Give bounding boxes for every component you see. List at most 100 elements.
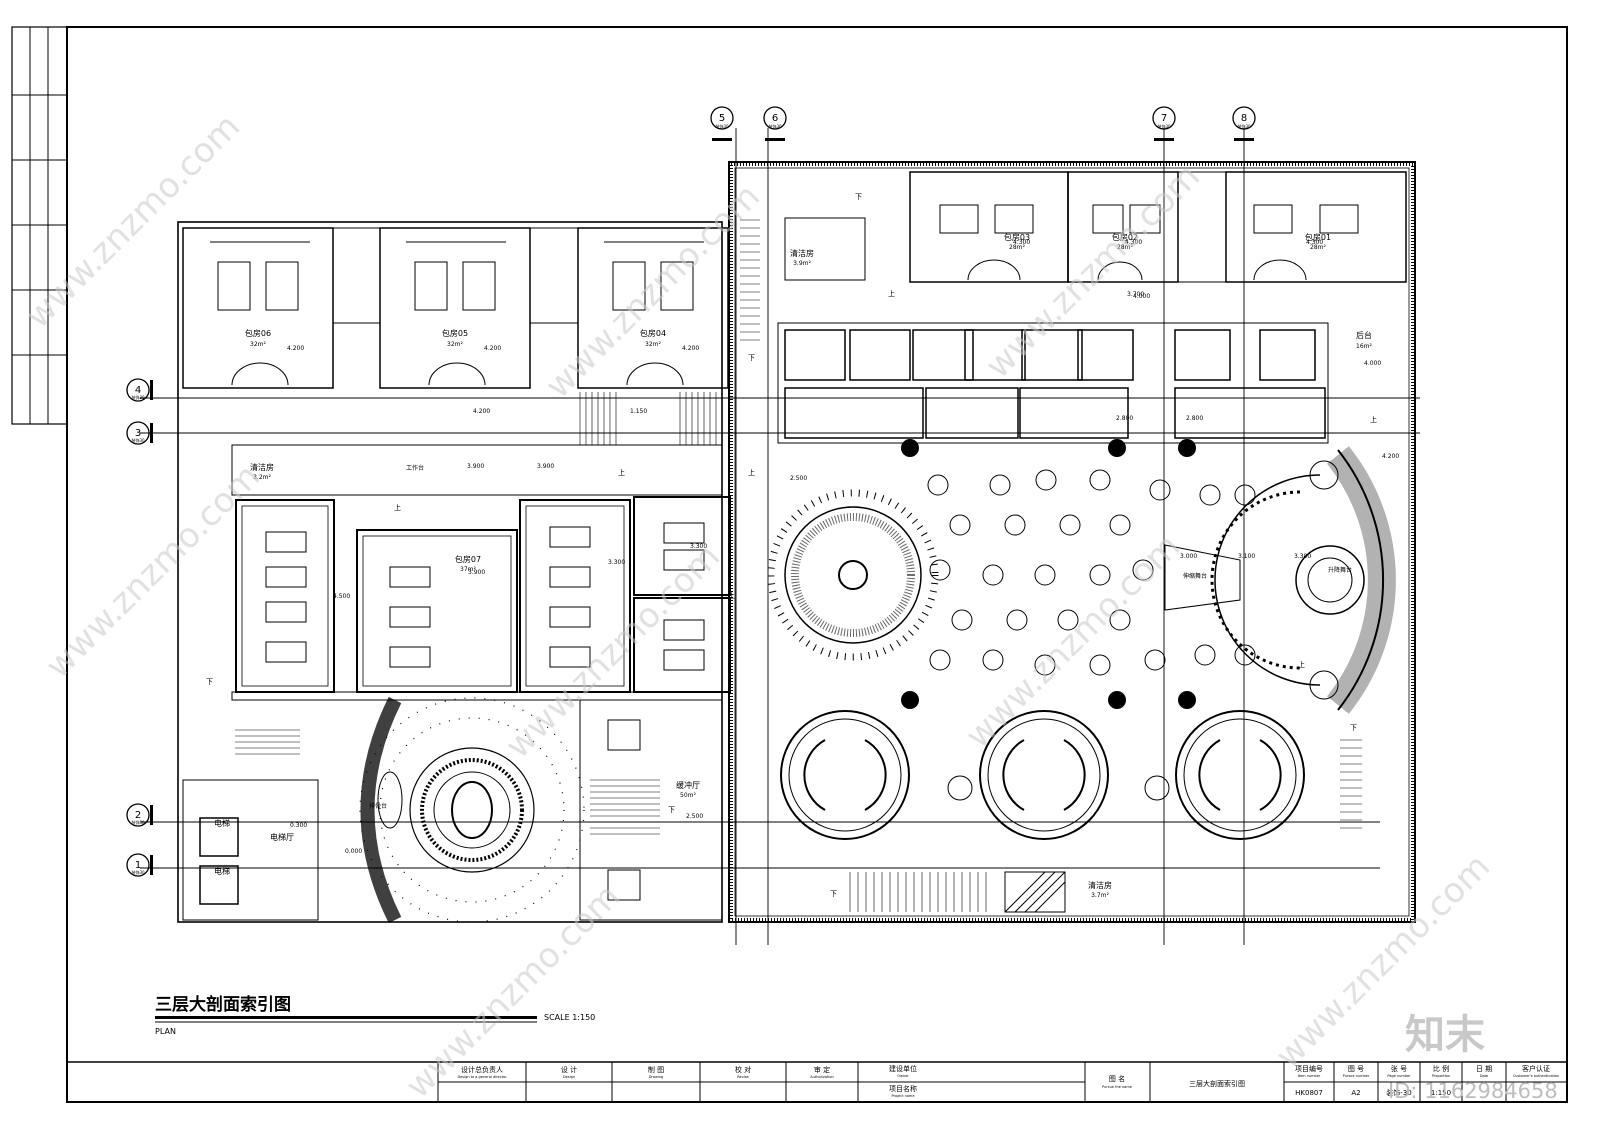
tb-cell-drawing-en: Drawing — [649, 1075, 664, 1079]
tb-cell-authorization: 审 定 — [814, 1065, 830, 1074]
drawing-scale: SCALE 1:150 — [544, 1013, 595, 1022]
tb-item-number-en: Item number — [1298, 1074, 1321, 1078]
tb-cell-director: 设计总负责人 — [461, 1065, 503, 1074]
level-a: 4.200 — [473, 408, 490, 415]
tb-drawing-name-value: 三层大剖面索引图 — [1189, 1079, 1245, 1088]
marker-down-4: 下 — [830, 890, 837, 898]
room-area-04: 32m² — [645, 341, 661, 348]
binding-strip — [11, 26, 68, 425]
axis-bubble-8 — [1232, 106, 1256, 130]
level-d: 3.900 — [537, 463, 554, 470]
level-g: 3.300 — [690, 543, 707, 550]
watermarks: www.znzmo.com www.znzmo.com www.znzmo.co… — [18, 106, 1558, 1106]
level-04: 4.200 — [682, 345, 699, 352]
level-o: 3.100 — [1238, 553, 1255, 560]
watermark-text-2: www.znzmo.com — [538, 176, 768, 406]
axis-label-6: 6 — [772, 113, 778, 124]
room-area-01: 28m² — [1310, 244, 1326, 251]
level-01: 4.300 — [1306, 239, 1323, 246]
tb-project-label: 项目名称 — [889, 1084, 917, 1093]
tb-owner-label: 建设单位 — [889, 1064, 917, 1073]
tb-cell-drawing: 制 图 — [648, 1065, 664, 1074]
level-f: 4.500 — [333, 593, 350, 600]
tb-client-en: Customer's authentication — [1513, 1074, 1559, 1078]
tb-cell-authorization-en: Authorization — [810, 1075, 833, 1079]
tb-cell-director-en: Design to a general director — [457, 1075, 507, 1079]
level-05: 4.200 — [484, 345, 501, 352]
axis-label-3: 3 — [135, 428, 141, 439]
marker-down-5: 下 — [1350, 724, 1357, 732]
level-h: 3.700 — [1127, 291, 1144, 298]
watermark-text-3: www.znzmo.com — [978, 156, 1208, 386]
axis-sub-3: 装饰30 — [131, 437, 145, 443]
axis-label-7: 7 — [1161, 113, 1167, 124]
room-area-qingjie-bottom: 3.7m² — [1091, 892, 1109, 899]
room-label-02: 包房02 — [1112, 232, 1138, 242]
axis-label-5: 5 — [719, 113, 725, 124]
level-m: 4.200 — [1382, 453, 1399, 460]
level-b: 1.150 — [630, 408, 647, 415]
axis-label-4: 4 — [135, 385, 141, 396]
room-label-dianti1: 电梯 — [214, 818, 230, 828]
label-shengjiang: 升降舞台 — [1328, 566, 1352, 574]
tb-item-number-label: 项目编号 — [1295, 1064, 1323, 1073]
lobby-area — [182, 696, 723, 924]
room-label-07: 包房07 — [455, 554, 481, 564]
axis-sub-8: 装饰30 — [1237, 123, 1251, 129]
tb-sheet-en: Page number — [1387, 1074, 1411, 1078]
level-r: 0.000 — [345, 848, 362, 855]
axis-lines — [140, 128, 1420, 945]
level-n: 3.000 — [1180, 553, 1197, 560]
tb-ratio-label: 比 例 — [1433, 1064, 1449, 1073]
room-label-qingjie-bottom: 清洁房 — [1088, 880, 1112, 890]
room-area-qingjie-left: 3.2m² — [253, 474, 271, 481]
marker-up-1: 上 — [394, 503, 401, 512]
axis-bubble-6 — [763, 106, 787, 130]
main-hall — [767, 439, 1396, 913]
title-block — [67, 1061, 1567, 1102]
watermark-text-8: www.znzmo.com — [398, 876, 628, 1106]
drawing-view: PLAN — [155, 1027, 176, 1036]
marker-up-3: 上 — [748, 468, 755, 477]
watermark-text-6: www.znzmo.com — [958, 526, 1188, 756]
axis-label-2: 2 — [135, 810, 141, 821]
axis-sub-1: 装饰30 — [131, 869, 145, 875]
level-k: 2.800 — [1116, 415, 1133, 422]
marker-up-6: 上 — [1370, 415, 1377, 424]
axis-bubble-4 — [126, 378, 150, 402]
level-c: 3.900 — [467, 463, 484, 470]
room-area-05: 32m² — [447, 341, 463, 348]
level-06: 4.200 — [287, 345, 304, 352]
axis-bubble-5 — [710, 106, 734, 130]
tb-ratio-value: 1:150 — [1431, 1089, 1451, 1097]
tb-sheet-label: 张 号 — [1391, 1064, 1407, 1073]
axis-sub-2: 装饰30 — [131, 819, 145, 825]
tb-ratio-en: Proportion — [1432, 1074, 1450, 1078]
marker-down-1: 下 — [206, 678, 213, 686]
marker-up-5: 上 — [888, 289, 895, 298]
tb-drawing-name-en: Pursue the name — [1102, 1085, 1132, 1089]
room-block-top-left — [182, 227, 729, 389]
room-area-03: 28m² — [1009, 244, 1025, 251]
tb-cell-design-en: Design — [563, 1075, 575, 1079]
level-03: 4.300 — [1013, 239, 1030, 246]
tb-cell-revise-en: Revise — [737, 1075, 748, 1079]
axis-bubble-2 — [126, 803, 150, 827]
level-j: 4.000 — [1133, 293, 1150, 300]
axis-sub-5: 装饰30 — [715, 123, 729, 129]
drawing-title: 三层大剖面索引图 — [155, 994, 291, 1015]
tb-figure-value: A2 — [1351, 1089, 1360, 1097]
tb-drawing-name-label: 图 名 — [1109, 1074, 1125, 1083]
axis-bubble-1 — [126, 853, 150, 877]
level-q: 0.300 — [290, 822, 307, 829]
room-block-top-right — [784, 171, 1407, 283]
room-area-qingjie-top: 3.9m² — [793, 260, 811, 267]
tb-figure-en: Pursue number — [1343, 1074, 1370, 1078]
tb-date-en: Date — [1480, 1074, 1488, 1078]
room-label-05: 包房05 — [442, 328, 468, 338]
axis-bubble-3 — [126, 421, 150, 445]
room-area-huanchongting: 50m² — [680, 792, 696, 799]
tb-client-label: 客户认证 — [1522, 1064, 1550, 1073]
booth-block-left — [231, 444, 731, 701]
